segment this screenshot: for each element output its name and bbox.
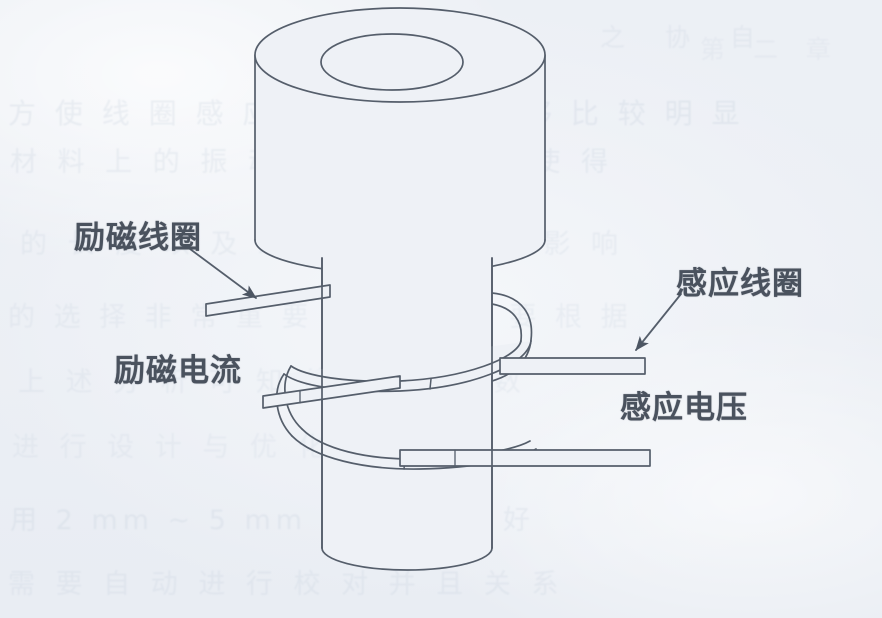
lead-lower-left	[262, 375, 401, 409]
coil-seam-tick-upper	[429, 378, 432, 390]
label-induced-voltage: 感应电压	[620, 390, 748, 426]
lead-upper-right-body	[499, 357, 646, 375]
top-cylinder-body	[255, 55, 545, 274]
lead-upper-right	[499, 357, 646, 375]
lead-lower-right	[399, 449, 651, 467]
label-excitation-current: 励磁电流	[114, 353, 242, 389]
lower-shaft-cylinder	[321, 257, 493, 571]
arrow-to-excitation-coil	[185, 245, 257, 299]
lead-upper-left	[205, 284, 331, 317]
lead-lower-right-body	[399, 449, 651, 467]
lower-shaft-bottom-arc	[321, 547, 493, 571]
top-ring-cylinder	[254, 7, 546, 275]
label-excitation-coil: 励磁线圈	[74, 220, 202, 256]
top-face-bore-ellipse	[320, 33, 464, 91]
label-induction-coil: 感应线圈	[676, 266, 804, 302]
lead-lower-left-body	[262, 375, 401, 409]
lead-upper-left-body	[205, 284, 331, 317]
arrow-to-induction-coil	[635, 293, 682, 351]
coil-turn1-front-outer	[284, 341, 531, 392]
lower-shaft-body	[322, 258, 492, 570]
